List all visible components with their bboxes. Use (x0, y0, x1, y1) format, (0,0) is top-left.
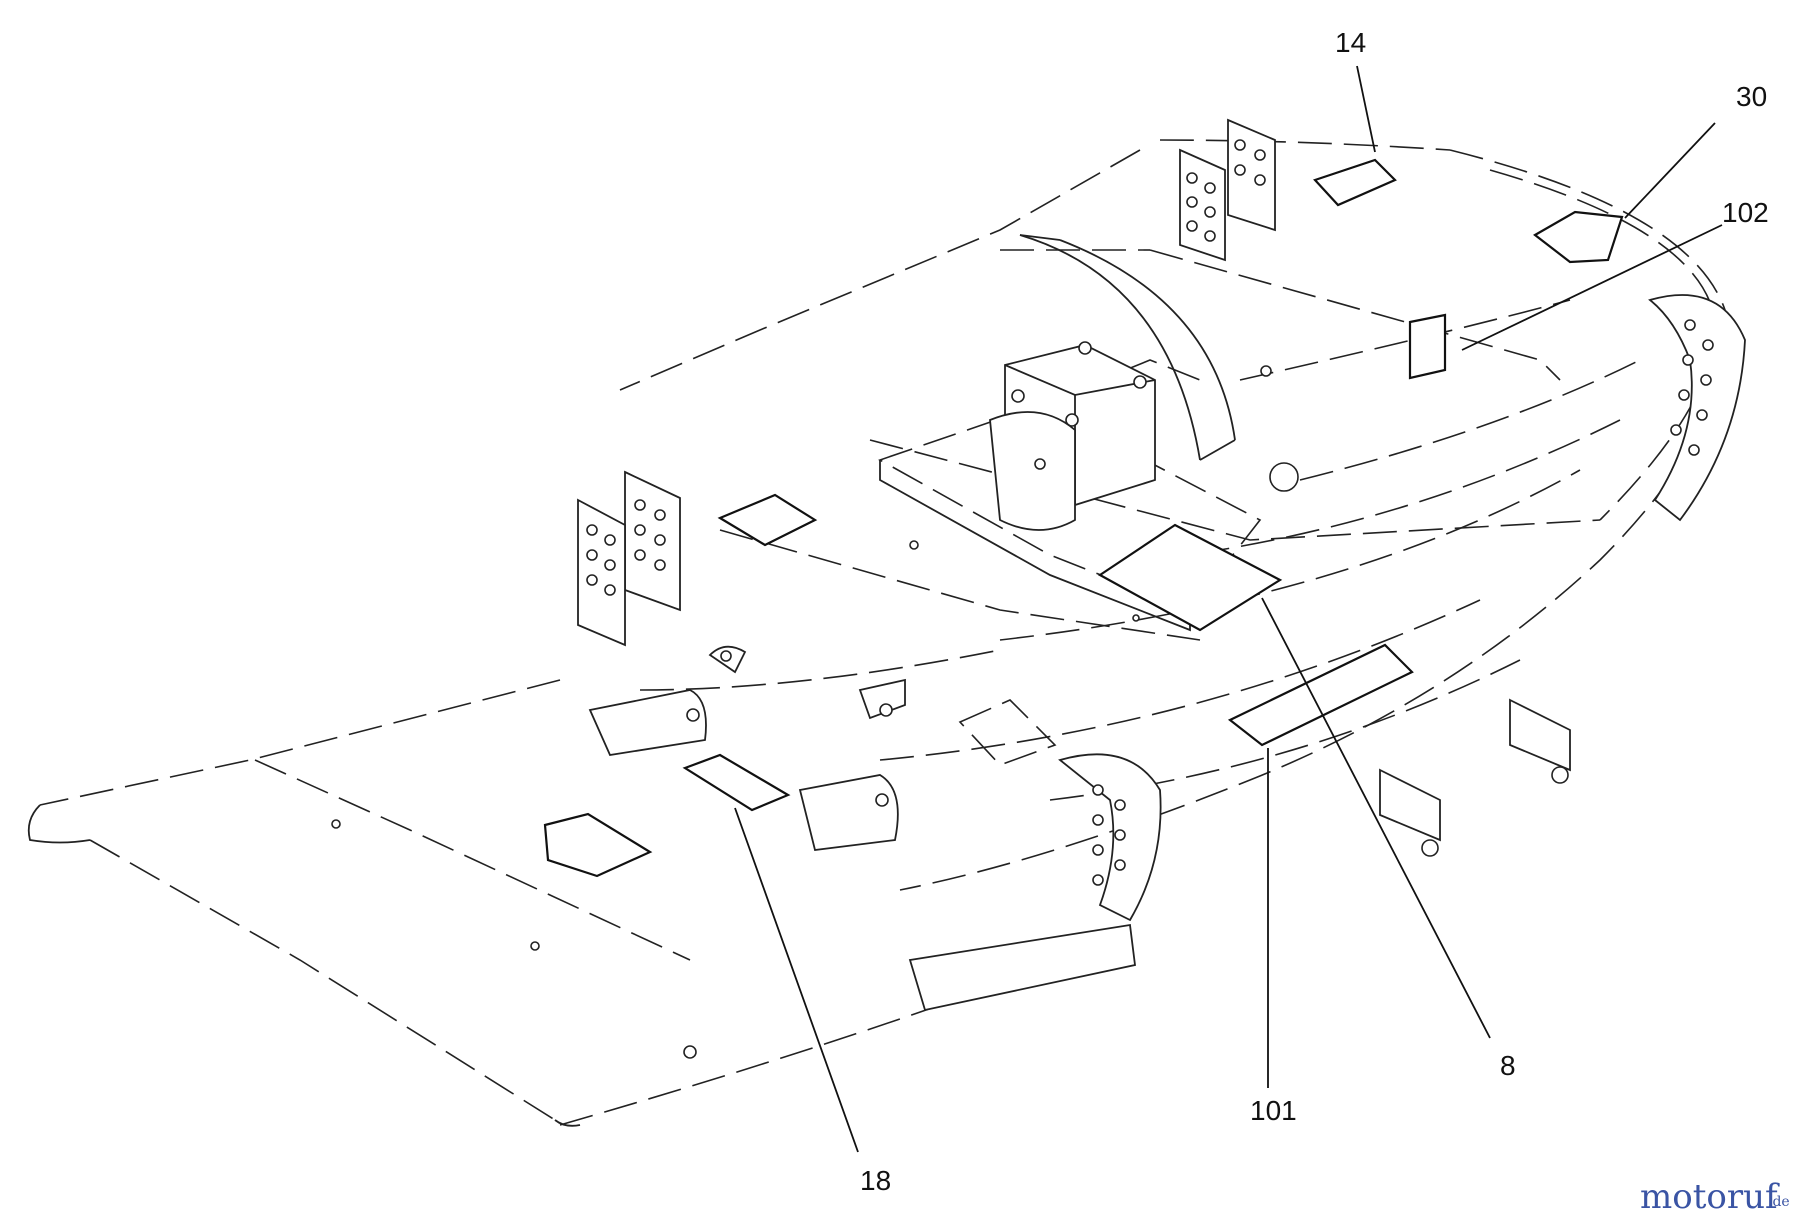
watermark-logo: motoruf .de (1640, 1177, 1790, 1217)
watermark-suffix: .de (1768, 1194, 1790, 1210)
belt-shield (1019, 234, 1236, 461)
callout-8: 8 (1500, 1050, 1516, 1081)
decal-deflector-dashed (958, 699, 1057, 766)
decal-18 (682, 753, 791, 812)
leader-30 (1624, 122, 1716, 219)
svg-text:.de: .de (1768, 1194, 1790, 1210)
decal-101 (1227, 643, 1414, 747)
callout-101: 101 (1250, 1095, 1297, 1126)
rear-brackets (1179, 118, 1276, 262)
anti-scalp-rollers (908, 294, 1746, 1012)
decal-30 (1533, 210, 1624, 264)
leader-lines (734, 65, 1723, 1153)
callout-labels: 14 30 102 8 101 18 (860, 27, 1769, 1196)
decal-center-plate (1097, 523, 1283, 632)
callout-18: 18 (860, 1165, 891, 1196)
decal-102 (1408, 313, 1447, 380)
decal-deflector (543, 812, 653, 878)
callout-30: 30 (1736, 81, 1767, 112)
leader-18 (734, 807, 859, 1153)
leader-14 (1356, 65, 1376, 153)
leader-102 (1461, 224, 1723, 351)
callout-14: 14 (1335, 27, 1366, 58)
deflector-hinges (588, 645, 906, 851)
decals (543, 158, 1624, 878)
decal-14 (1313, 158, 1397, 207)
decal-left-deck (717, 493, 818, 547)
leader-8 (1261, 597, 1491, 1039)
gearbox (989, 341, 1156, 531)
callout-102: 102 (1722, 197, 1769, 228)
left-brackets (577, 470, 681, 647)
watermark-main: motoruf (1640, 1177, 1780, 1217)
svg-text:motoruf: motoruf (1640, 1177, 1780, 1217)
discharge-deflector (27, 679, 1011, 1127)
